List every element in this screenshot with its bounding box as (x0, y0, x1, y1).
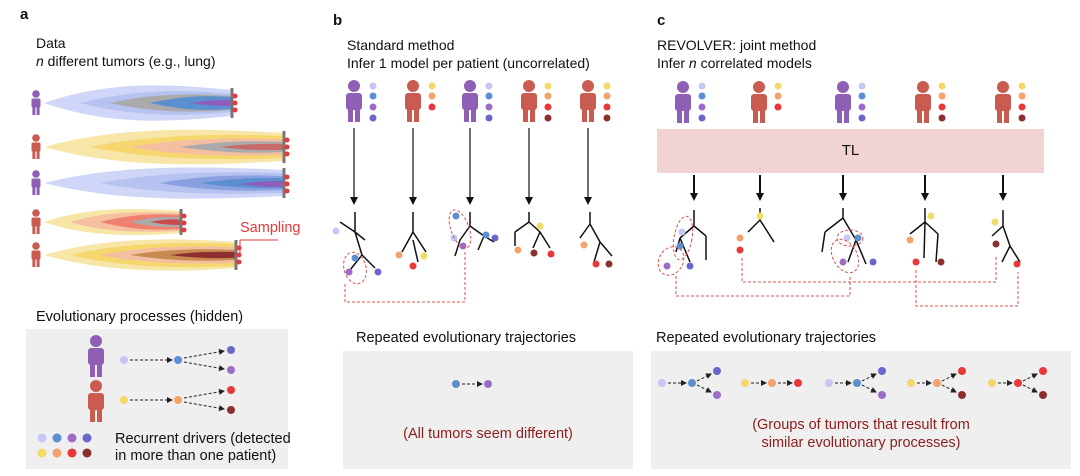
trajectory-1 (658, 367, 721, 399)
processes-title: Evolutionary processes (hidden) (36, 309, 244, 325)
patient-icon-1 (31, 90, 41, 115)
panel-c-title: REVOLVER: joint method (657, 37, 817, 53)
standard-patient-3 (462, 80, 493, 122)
standard-result-text: (All tumors seem different) (403, 426, 573, 442)
patient-icon-red (88, 380, 104, 422)
standard-trees (339, 212, 613, 271)
revolver-trajectories-box (651, 351, 1071, 469)
drivers-line-1: Recurrent drivers (detected (115, 431, 291, 447)
standard-patient-1 (346, 80, 377, 122)
tumor-fishplot-1 (31, 85, 238, 121)
panel-c-label: c (657, 12, 666, 29)
revolver-trajectories-title: Repeated evolutionary trajectories (656, 330, 877, 346)
panel-a-title: Data (36, 35, 66, 51)
tumor-fishplot-3 (31, 167, 290, 199)
patient-icon-purple (88, 335, 104, 377)
revolver-arrows (690, 175, 1007, 201)
panel-b-title: Standard method (347, 37, 455, 53)
revolver-trajectories (658, 367, 1047, 399)
trajectory-3 (825, 367, 886, 399)
patient-icon-2 (31, 134, 41, 159)
process-red (88, 380, 235, 422)
panel-c-subtitle: Infer n correlated models (657, 55, 812, 71)
drivers-line-2: in more than one patient) (115, 448, 277, 464)
patient-icon-5 (31, 242, 41, 267)
sampling-label: Sampling (240, 220, 301, 236)
revolver-highlights (657, 215, 1019, 307)
standard-tree-nodes (332, 212, 613, 276)
tumor-fishplot-5 (31, 239, 278, 271)
standard-patient-5 (580, 80, 611, 122)
standard-trajectories-title: Repeated evolutionary trajectories (356, 330, 577, 346)
patient-icon-3 (31, 170, 41, 195)
standard-trajectory (452, 380, 492, 388)
standard-patients (346, 80, 611, 122)
standard-arrows (350, 128, 592, 205)
panel-b-subtitle: Infer 1 model per patient (uncorrelated) (347, 55, 590, 71)
processes-box (26, 329, 288, 469)
tumor-fishplot-4 (31, 208, 187, 236)
patient-icon-4 (31, 209, 41, 234)
trajectory-2 (741, 379, 802, 387)
tumor-fishplot-2 (31, 129, 290, 165)
standard-patient-4 (521, 80, 552, 122)
tl-label: TL (841, 142, 860, 159)
panel-a-subtitle: n different tumors (e.g., lung) (36, 53, 216, 69)
trajectory-4 (907, 367, 966, 399)
panel-b-label: b (333, 12, 343, 29)
driver-legend (37, 433, 92, 458)
standard-patient-2 (405, 80, 436, 122)
trajectory-5 (988, 367, 1047, 399)
panel-a-label: a (20, 6, 29, 23)
standard-highlights (343, 209, 472, 303)
tl-box: TL (657, 129, 1044, 173)
revolver-tree-nodes (663, 212, 1021, 270)
process-purple (88, 335, 235, 377)
revolver-patients (675, 81, 1026, 123)
standard-trajectories-box (343, 351, 633, 469)
